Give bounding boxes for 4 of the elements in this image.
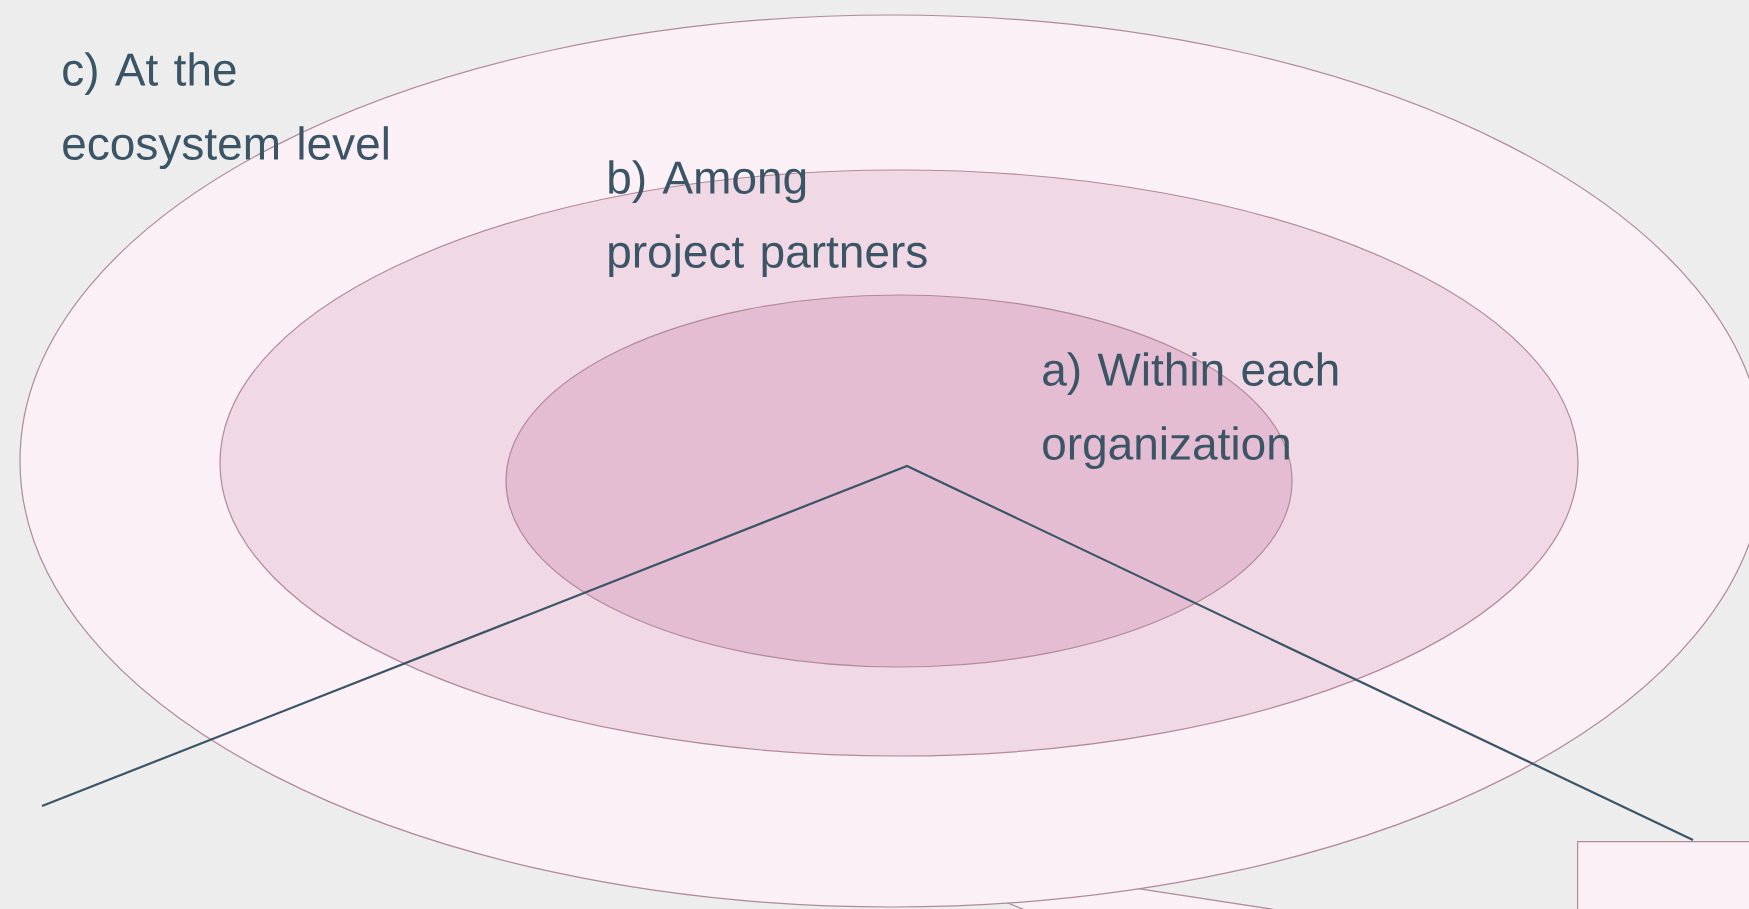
text-box xyxy=(1577,841,1749,909)
level-label: c) At the ecosystem level xyxy=(63,52,388,170)
level-label: a) Within each organization xyxy=(1043,352,1338,470)
level-label: b) Among project partners xyxy=(609,160,927,278)
